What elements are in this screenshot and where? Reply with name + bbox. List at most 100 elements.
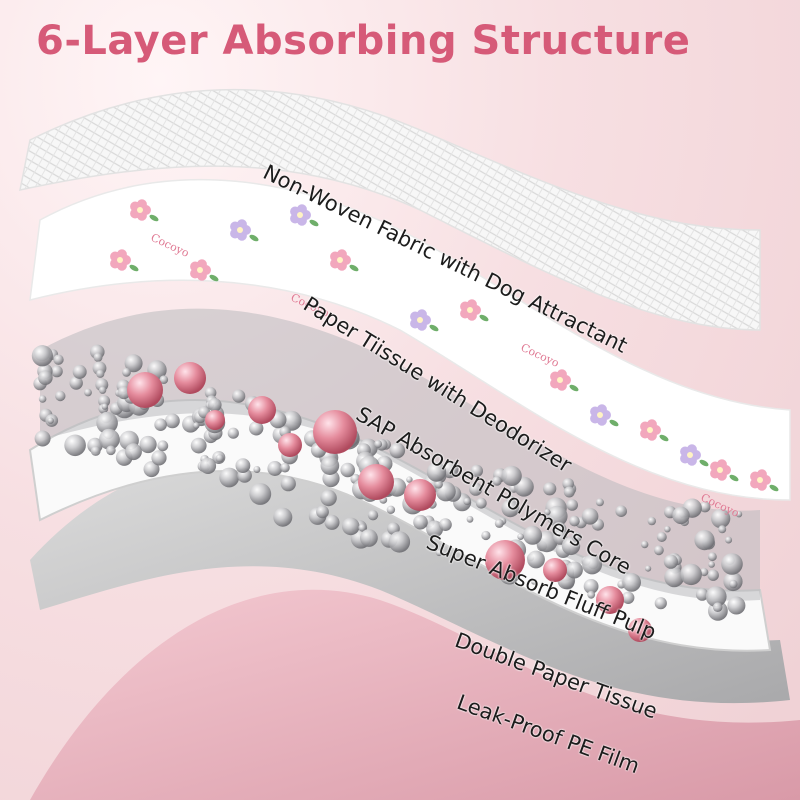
clear-bead — [280, 476, 296, 492]
clear-bead — [64, 434, 86, 457]
clear-bead — [501, 465, 522, 486]
page-title: 6-Layer Absorbing Structure — [36, 18, 691, 64]
clear-bead — [466, 515, 474, 523]
clear-bead — [99, 429, 120, 450]
clear-bead — [708, 561, 715, 568]
clear-bead — [386, 505, 396, 514]
clear-bead — [324, 514, 340, 530]
clear-bead — [481, 530, 491, 541]
clear-bead — [139, 435, 157, 454]
clear-bead — [435, 549, 443, 557]
sap-beads — [31, 344, 746, 642]
pink-sap-bead — [248, 396, 276, 424]
clear-bead — [280, 462, 290, 473]
clear-bead — [469, 482, 483, 496]
clear-bead — [656, 532, 667, 542]
clear-bead — [157, 440, 169, 452]
clear-bead — [154, 418, 167, 432]
clear-bead — [663, 554, 679, 569]
clear-bead — [106, 445, 116, 456]
clear-bead — [31, 345, 53, 367]
clear-bead — [159, 375, 169, 385]
flower-icon — [290, 204, 319, 227]
clear-bead — [125, 443, 142, 461]
pink-sap-bead — [358, 464, 394, 500]
flower-icon — [410, 309, 439, 332]
clear-bead — [654, 597, 667, 610]
clear-bead — [267, 461, 283, 476]
pink-sap-bead — [278, 433, 302, 457]
clear-bead — [523, 525, 543, 545]
clear-bead — [595, 498, 604, 507]
clear-bead — [253, 466, 261, 473]
clear-bead — [705, 586, 727, 607]
clear-bead — [569, 515, 580, 527]
clear-bead — [711, 508, 731, 529]
clear-bead — [406, 476, 413, 483]
pink-sap-bead — [205, 410, 225, 430]
clear-bead — [725, 536, 733, 544]
clear-bead — [389, 442, 406, 459]
clear-bead — [434, 480, 443, 489]
clear-bead — [165, 413, 180, 429]
clear-bead — [426, 462, 447, 482]
non-woven-fabric-layer — [19, 88, 761, 331]
clear-bead — [219, 467, 240, 488]
clear-bead — [426, 520, 444, 538]
flower-icon — [330, 249, 359, 272]
flower-icon — [590, 404, 619, 427]
clear-bead — [581, 508, 599, 525]
clear-bead — [38, 395, 47, 403]
flower-icon — [640, 419, 669, 442]
pink-sap-bead — [404, 479, 436, 511]
clear-bead — [232, 389, 246, 403]
clear-bead — [587, 590, 596, 599]
clear-bead — [645, 565, 652, 572]
clear-bead — [727, 596, 746, 615]
clear-bead — [565, 561, 583, 579]
clear-bead — [735, 511, 743, 518]
clear-bead — [413, 514, 428, 530]
clear-bead — [96, 369, 105, 378]
clear-bead — [672, 506, 690, 525]
clear-bead — [718, 525, 727, 534]
clear-bead — [563, 486, 575, 498]
clear-bead — [249, 421, 264, 436]
pink-sap-bead — [313, 410, 357, 454]
clear-bead — [582, 554, 603, 575]
clear-bead — [470, 464, 483, 478]
clear-bead — [439, 518, 452, 531]
clear-bead — [69, 376, 83, 390]
clear-bead — [654, 545, 664, 556]
clear-bead — [51, 365, 63, 378]
clear-bead — [729, 579, 738, 589]
clear-bead — [694, 530, 715, 551]
clear-bead — [647, 516, 656, 526]
clear-bead — [281, 410, 302, 431]
clear-bead — [622, 591, 635, 604]
flower-icon — [750, 469, 779, 492]
double-paper-tissue-layer — [30, 456, 790, 704]
clear-bead — [571, 532, 582, 543]
clear-bead — [543, 482, 557, 496]
clear-bead — [492, 476, 502, 486]
flower-icon — [190, 259, 219, 282]
pink-sap-bead — [596, 586, 624, 614]
clear-bead — [463, 497, 471, 506]
pink-sap-bead — [127, 372, 163, 408]
clear-bead — [320, 489, 337, 507]
clear-bead — [151, 450, 167, 466]
clear-bead — [215, 454, 224, 463]
clear-bead — [84, 388, 92, 397]
clear-bead — [342, 517, 360, 536]
clear-bead — [90, 446, 101, 456]
clear-bead — [190, 437, 207, 454]
clear-bead — [699, 501, 711, 513]
flower-icon — [460, 299, 489, 322]
flower-icon — [110, 249, 139, 272]
clear-bead — [235, 458, 251, 473]
pe-film-layer — [30, 589, 800, 800]
clear-bead — [562, 478, 574, 490]
clear-bead — [360, 529, 378, 547]
flower-icon — [710, 459, 739, 482]
